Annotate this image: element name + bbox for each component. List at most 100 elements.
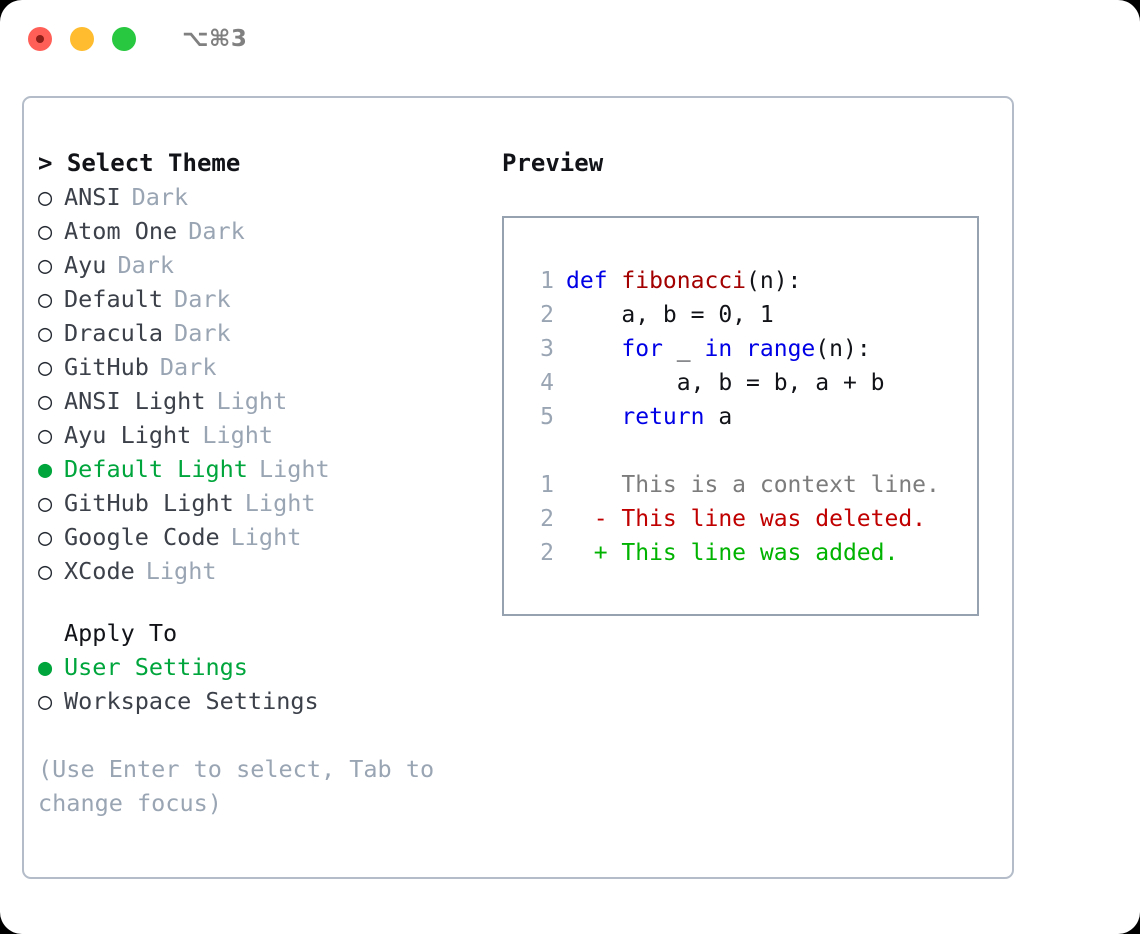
- code-token: [566, 332, 621, 366]
- theme-item-kind: Light: [216, 387, 288, 415]
- theme-item-kind: Light: [145, 557, 217, 585]
- code-line: 3 for _ in range(n):: [522, 332, 977, 366]
- code-token: a, b = 0, 1: [566, 302, 774, 328]
- theme-item-xcode[interactable]: ○ XCode Light: [38, 554, 508, 588]
- theme-item-label: Ayu: [64, 251, 107, 279]
- theme-item-label: ANSI: [64, 183, 121, 211]
- close-window-icon[interactable]: [28, 27, 52, 51]
- theme-item-ayu[interactable]: ○ Ayu Dark: [38, 248, 508, 282]
- theme-item-kind: Light: [244, 489, 316, 517]
- traffic-lights: [28, 27, 136, 51]
- radio-unselected-icon: ○: [38, 523, 53, 551]
- radio-unselected-icon: ○: [38, 421, 53, 449]
- theme-item-kind: Dark: [188, 217, 245, 245]
- code-token: a, b = b, a + b: [566, 370, 885, 396]
- radio-selected-icon: ●: [38, 455, 53, 483]
- line-number: 4: [540, 370, 554, 396]
- theme-item-kind: Dark: [131, 183, 189, 211]
- radio-selected-icon: ●: [38, 653, 53, 681]
- theme-item-default[interactable]: ○ Default Dark: [38, 282, 508, 316]
- theme-item-label: Default: [64, 285, 164, 313]
- theme-item-ansi[interactable]: ○ ANSI Dark: [38, 180, 508, 214]
- theme-item-label: Dracula: [64, 319, 164, 347]
- code-token: fibonacci: [621, 268, 747, 294]
- radio-unselected-icon: ○: [38, 489, 53, 517]
- maximize-window-icon[interactable]: [112, 27, 136, 51]
- keyboard-shortcut-label: ⌥⌘3: [182, 26, 248, 52]
- code-token: (n):: [815, 336, 871, 362]
- theme-item-label: Atom One: [64, 217, 178, 245]
- line-number: 2: [540, 540, 554, 566]
- line-number: 3: [540, 336, 554, 362]
- theme-item-label: GitHub Light: [64, 489, 234, 517]
- apply-to-item-label: User Settings: [64, 653, 248, 681]
- theme-item-label: Default Light: [64, 455, 248, 483]
- radio-unselected-icon: ○: [38, 183, 53, 211]
- diff-text: This line was added.: [621, 540, 899, 566]
- theme-item-label: ANSI Light: [64, 387, 206, 415]
- code-token: range: [746, 336, 816, 362]
- diff-line: 2 + This line was added.: [522, 536, 977, 570]
- minimize-window-icon[interactable]: [70, 27, 94, 51]
- radio-unselected-icon: ○: [38, 353, 53, 381]
- theme-item-kind: Dark: [159, 353, 217, 381]
- line-number: 1: [540, 268, 554, 294]
- theme-item-kind: Dark: [117, 251, 175, 279]
- radio-unselected-icon: ○: [38, 217, 53, 245]
- radio-unselected-icon: ○: [38, 687, 53, 715]
- code-line: 4 a, b = b, a + b: [522, 366, 977, 400]
- apply-to-list: ● User Settings ○ Workspace Settings: [38, 650, 508, 718]
- apply-to-item-user-settings[interactable]: ● User Settings: [38, 650, 508, 684]
- theme-item-ansi-light[interactable]: ○ ANSI Light Light: [38, 384, 508, 418]
- line-number: 1: [540, 472, 554, 498]
- code-token: [566, 400, 621, 434]
- diff-sign: +: [566, 540, 622, 566]
- apply-to-heading: Apply To: [64, 619, 178, 647]
- spacer: [522, 434, 977, 468]
- code-token: _: [662, 336, 705, 362]
- code-line: 2 a, b = 0, 1: [522, 298, 977, 332]
- diff-text: This is a context line.: [621, 472, 940, 498]
- theme-item-github[interactable]: ○ GitHub Dark: [38, 350, 508, 384]
- code-line: 5 return a: [522, 400, 977, 434]
- select-theme-heading: > Select Theme: [38, 149, 241, 177]
- diff-sign: -: [566, 506, 622, 532]
- theme-item-label: XCode: [64, 557, 135, 585]
- theme-item-ayu-light[interactable]: ○ Ayu Light Light: [38, 418, 508, 452]
- radio-unselected-icon: ○: [38, 387, 53, 415]
- diff-sample: 1 This is a context line. 2 - This line w…: [522, 468, 977, 570]
- theme-item-kind: Light: [230, 523, 302, 551]
- code-token: (n):: [746, 268, 802, 294]
- apply-to-item-label: Workspace Settings: [64, 687, 319, 715]
- code-token: return: [621, 404, 705, 430]
- radio-unselected-icon: ○: [38, 557, 53, 585]
- line-number: 5: [540, 404, 554, 430]
- theme-item-github-light[interactable]: ○ GitHub Light Light: [38, 486, 508, 520]
- radio-unselected-icon: ○: [38, 285, 53, 313]
- window-titlebar: ⌥⌘3: [0, 0, 1140, 78]
- theme-item-atom-one[interactable]: ○ Atom One Dark: [38, 214, 508, 248]
- apply-to-item-workspace-settings[interactable]: ○ Workspace Settings: [38, 684, 508, 718]
- preview-title: Preview: [502, 149, 604, 177]
- theme-item-label: Ayu Light: [64, 421, 192, 449]
- code-token: a: [704, 404, 733, 430]
- line-number: 2: [540, 506, 554, 532]
- code-token: def: [566, 268, 622, 294]
- theme-item-kind: Light: [202, 421, 274, 449]
- theme-item-kind: Dark: [174, 285, 231, 313]
- keyboard-hint-text: (Use Enter to select, Tab to change focu…: [38, 755, 435, 817]
- radio-unselected-icon: ○: [38, 319, 53, 347]
- radio-unselected-icon: ○: [38, 251, 53, 279]
- spacer: [38, 588, 508, 616]
- theme-item-label: GitHub: [64, 353, 149, 381]
- diff-sign: [566, 468, 621, 502]
